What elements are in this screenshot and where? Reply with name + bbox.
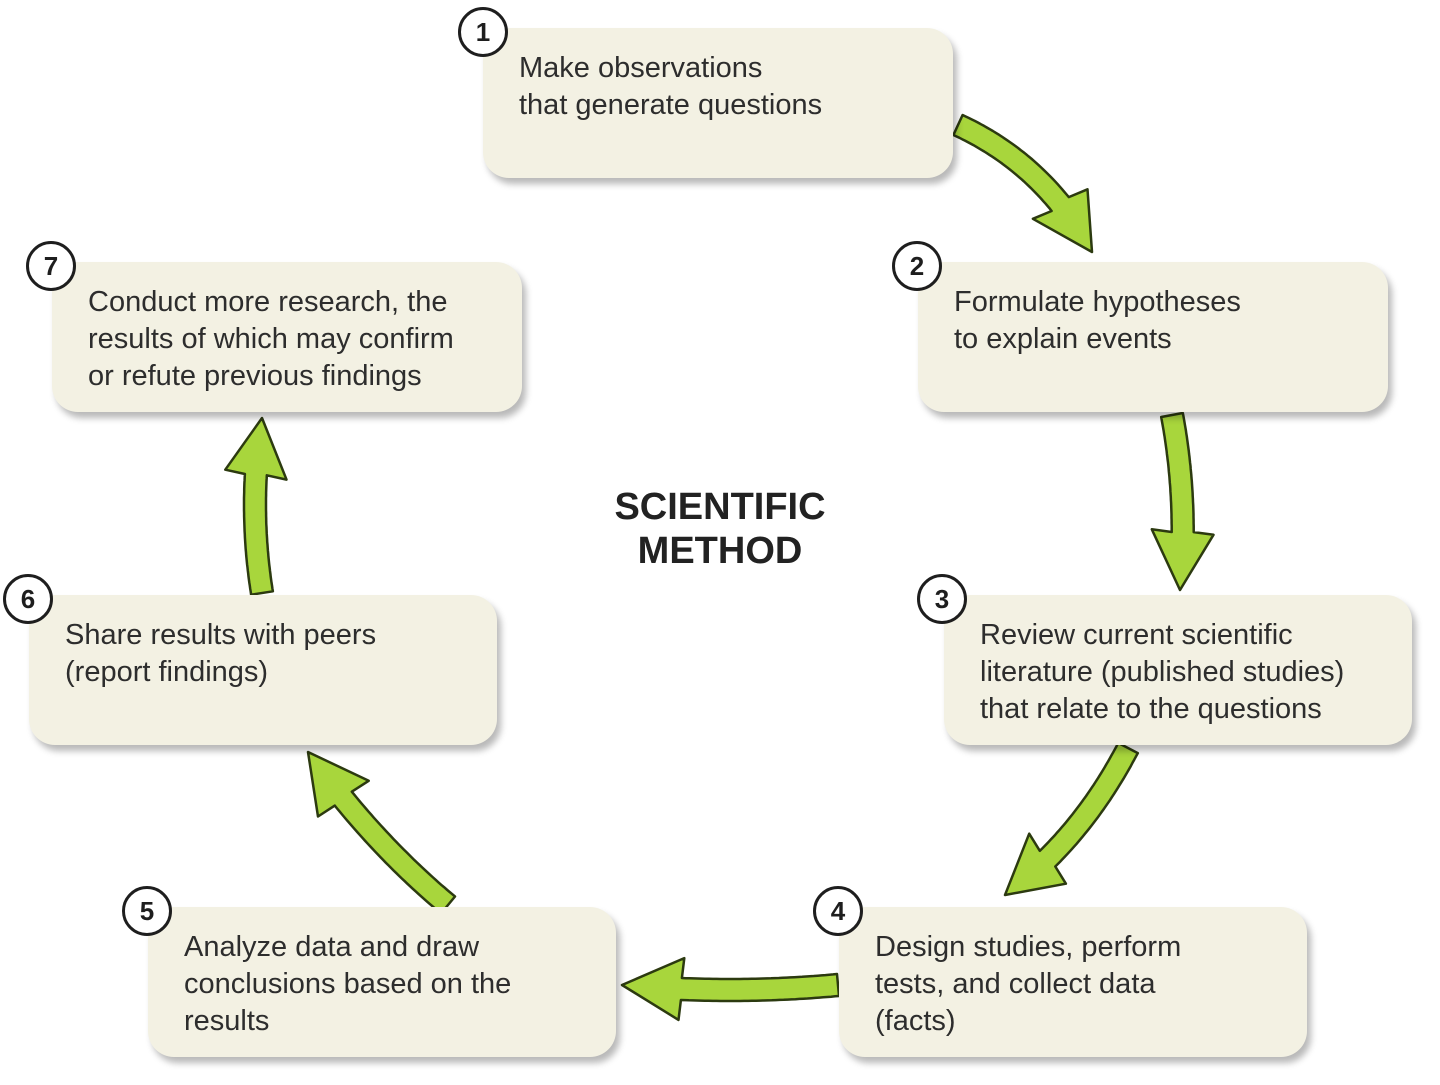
step-4-box: Design studies, perform tests, and colle… xyxy=(839,907,1307,1057)
step-7-number: 7 xyxy=(26,241,76,291)
arrow-6-to-7 xyxy=(224,416,288,596)
step-7-text: Conduct more research, the results of wh… xyxy=(88,286,454,392)
step-4-number: 4 xyxy=(813,886,863,936)
step-1-box: Make observations that generate question… xyxy=(483,28,953,178)
step-2-number: 2 xyxy=(892,241,942,291)
diagram-title: SCIENTIFIC METHOD xyxy=(614,486,826,572)
step-1-text: Make observations that generate question… xyxy=(519,52,823,121)
step-2-text: Formulate hypotheses to explain events xyxy=(954,286,1241,355)
step-2-box: Formulate hypotheses to explain events xyxy=(918,262,1388,412)
arrow-4-to-5 xyxy=(620,956,841,1022)
step-1-number: 1 xyxy=(458,7,508,57)
step-7-box: Conduct more research, the results of wh… xyxy=(52,262,522,412)
step-6-box: Share results with peers (report finding… xyxy=(29,595,497,745)
step-3-text: Review current scientific literature (pu… xyxy=(980,619,1345,725)
arrow-5-to-6 xyxy=(306,750,457,915)
step-5-number: 5 xyxy=(122,886,172,936)
arrow-1-to-2 xyxy=(952,113,1094,254)
arrow-2-to-3 xyxy=(1150,411,1215,592)
step-5-box: Analyze data and draw conclusions based … xyxy=(148,907,616,1057)
step-6-text: Share results with peers (report finding… xyxy=(65,619,377,688)
step-4-text: Design studies, perform tests, and colle… xyxy=(875,931,1182,1037)
step-6-number: 6 xyxy=(3,574,53,624)
step-3-number: 3 xyxy=(917,574,967,624)
step-5-text: Analyze data and draw conclusions based … xyxy=(184,931,512,1037)
arrow-3-to-4 xyxy=(1003,741,1140,897)
step-3-box: Review current scientific literature (pu… xyxy=(944,595,1412,745)
